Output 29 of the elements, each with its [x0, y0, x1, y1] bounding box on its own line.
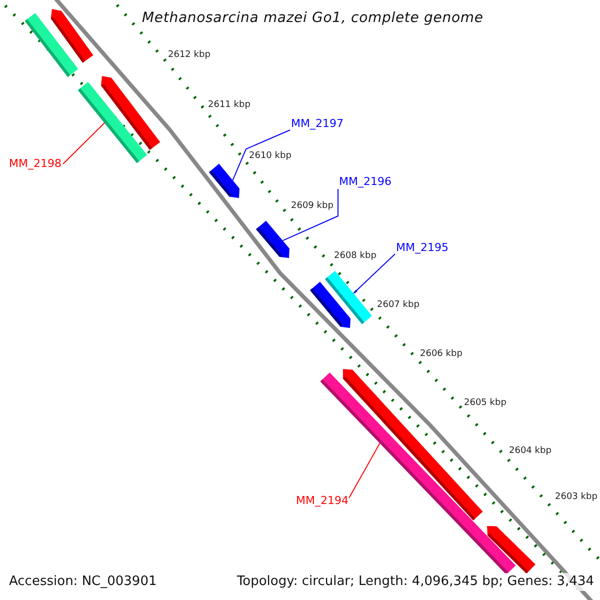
gene-feature [487, 526, 536, 574]
footer-text: Topology: circular; Length: 4,096,345 bp; Genes: 3,434 [234, 573, 596, 591]
tick-label: 2603 kbp [555, 493, 598, 502]
tick-label: 2608 kbp [334, 252, 376, 261]
leader-line [282, 188, 338, 242]
gene-label: MM_2197 [291, 118, 344, 129]
gene-label: MM_2194 [296, 495, 348, 506]
tick-label: 2610 kbp [249, 152, 292, 161]
gene-feature [50, 9, 94, 63]
gene-feature [209, 164, 240, 198]
gene-feature [310, 282, 350, 328]
tick-label: 2604 kbp [509, 447, 552, 456]
tick-label: 2605 kbp [464, 399, 506, 408]
leader-line [62, 122, 105, 164]
tick-label: 2609 kbp [291, 202, 334, 211]
tick-label: 2606 kbp [420, 350, 462, 359]
tick-label: 2612 kbp [168, 51, 210, 60]
tick-label: 2611 kbp [208, 101, 250, 110]
gene-label: MM_2196 [339, 176, 392, 187]
footer-text: Accession: NC_003901 [7, 573, 159, 591]
gene-label: MM_2198 [9, 158, 62, 169]
gene-feature [101, 76, 160, 150]
leader-line [348, 442, 380, 498]
gene-label: MM_2195 [396, 242, 448, 253]
leader-line [353, 254, 396, 294]
title: Methanosarcina mazei Go1, complete genome [142, 9, 484, 28]
gene-feature [256, 220, 290, 258]
leader-line [232, 130, 290, 181]
tick-label: 2607 kbp [377, 301, 420, 310]
